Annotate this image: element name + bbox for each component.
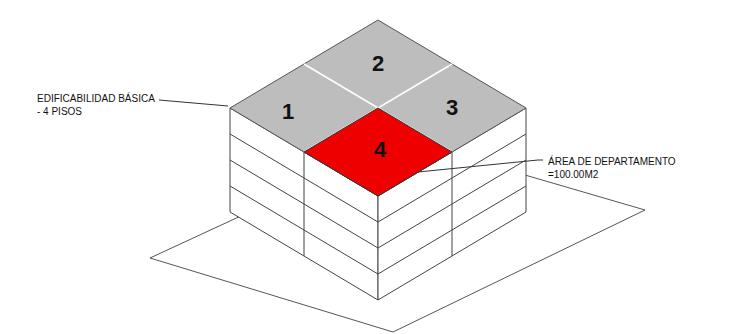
callout-number: 3 [446,97,458,119]
leader-line [418,160,543,172]
floor-lines [230,134,526,274]
callout-number: 4 [374,139,386,161]
callout-number: 2 [372,53,384,75]
note-label: ÁREA DE DEPARTAMENTO =100.00M2 [548,156,698,181]
callout-number: 1 [282,101,294,123]
apartment-unit [304,108,452,196]
note-label: EDIFICABILIDAD BÁSICA - 4 PISOS [37,93,155,118]
roof [230,20,526,196]
leader-line [159,100,228,106]
